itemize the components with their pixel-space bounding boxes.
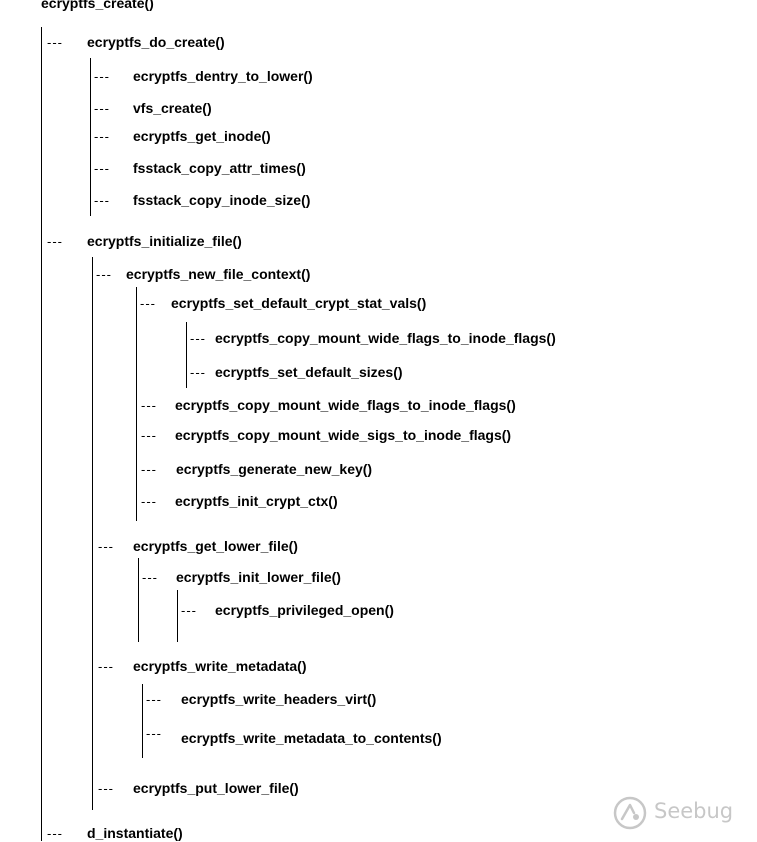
tree-node: ecryptfs_put_lower_file() <box>133 780 299 796</box>
tree-node: fsstack_copy_inode_size() <box>133 192 311 208</box>
seebug-logo-icon <box>613 796 647 830</box>
tree-node: ecryptfs_new_file_context() <box>126 266 311 282</box>
connector: --- <box>47 234 63 249</box>
connector: --- <box>94 69 110 84</box>
connector: --- <box>47 826 63 841</box>
seebug-watermark: Seebug <box>612 795 738 831</box>
seebug-watermark-text: Seebug <box>654 799 734 823</box>
tree-node: ecryptfs_privileged_open() <box>215 602 394 618</box>
tree-node: ecryptfs_set_default_sizes() <box>215 364 403 380</box>
tree-node: ecryptfs_write_headers_virt() <box>181 691 377 707</box>
tree-node: ecryptfs_initialize_file() <box>87 233 242 249</box>
tree-line-initialize-file <box>92 257 93 810</box>
connector: --- <box>98 781 114 796</box>
connector: --- <box>98 659 114 674</box>
tree-node: d_instantiate() <box>87 825 183 841</box>
tree-root: ecryptfs_create() <box>41 0 154 11</box>
connector: --- <box>94 101 110 116</box>
connector: --- <box>98 539 114 554</box>
tree-line-set-default-crypt-stat <box>186 322 187 388</box>
tree-node: ecryptfs_copy_mount_wide_sigs_to_inode_f… <box>175 427 512 443</box>
tree-node: ecryptfs_set_default_crypt_stat_vals() <box>171 295 427 311</box>
connector: --- <box>146 726 162 741</box>
tree-node: ecryptfs_write_metadata() <box>133 658 307 674</box>
tree-line-do-create <box>90 58 91 216</box>
connector: --- <box>142 570 158 585</box>
connector: --- <box>190 365 206 380</box>
tree-node: ecryptfs_init_lower_file() <box>176 569 341 585</box>
tree-node: ecryptfs_init_crypt_ctx() <box>175 493 338 509</box>
connector: --- <box>47 35 63 50</box>
tree-node: fsstack_copy_attr_times() <box>133 160 306 176</box>
connector: --- <box>181 603 197 618</box>
tree-line-new-file-context <box>136 287 137 521</box>
connector: --- <box>94 193 110 208</box>
tree-node: ecryptfs_get_lower_file() <box>133 538 298 554</box>
tree-line-get-lower-file <box>138 558 139 642</box>
tree-node: ecryptfs_copy_mount_wide_flags_to_inode_… <box>175 397 516 413</box>
connector: --- <box>141 494 157 509</box>
tree-node: ecryptfs_generate_new_key() <box>176 461 373 477</box>
tree-line-level1 <box>41 27 42 841</box>
connector: --- <box>140 296 156 311</box>
connector: --- <box>141 398 157 413</box>
tree-node: ecryptfs_write_metadata_to_contents() <box>181 730 442 746</box>
tree-node: ecryptfs_dentry_to_lower() <box>133 68 313 84</box>
connector: --- <box>96 267 112 282</box>
tree-node: ecryptfs_get_inode() <box>133 128 271 144</box>
tree-node: ecryptfs_copy_mount_wide_flags_to_inode_… <box>215 330 556 346</box>
connector: --- <box>94 161 110 176</box>
connector: --- <box>190 331 206 346</box>
tree-line-write-metadata <box>142 684 143 758</box>
tree-line-init-lower-file <box>177 590 178 642</box>
connector: --- <box>94 129 110 144</box>
connector: --- <box>141 462 157 477</box>
connector: --- <box>146 692 162 707</box>
tree-node: ecryptfs_do_create() <box>87 34 225 50</box>
connector: --- <box>141 428 157 443</box>
tree-node: vfs_create() <box>133 100 212 116</box>
